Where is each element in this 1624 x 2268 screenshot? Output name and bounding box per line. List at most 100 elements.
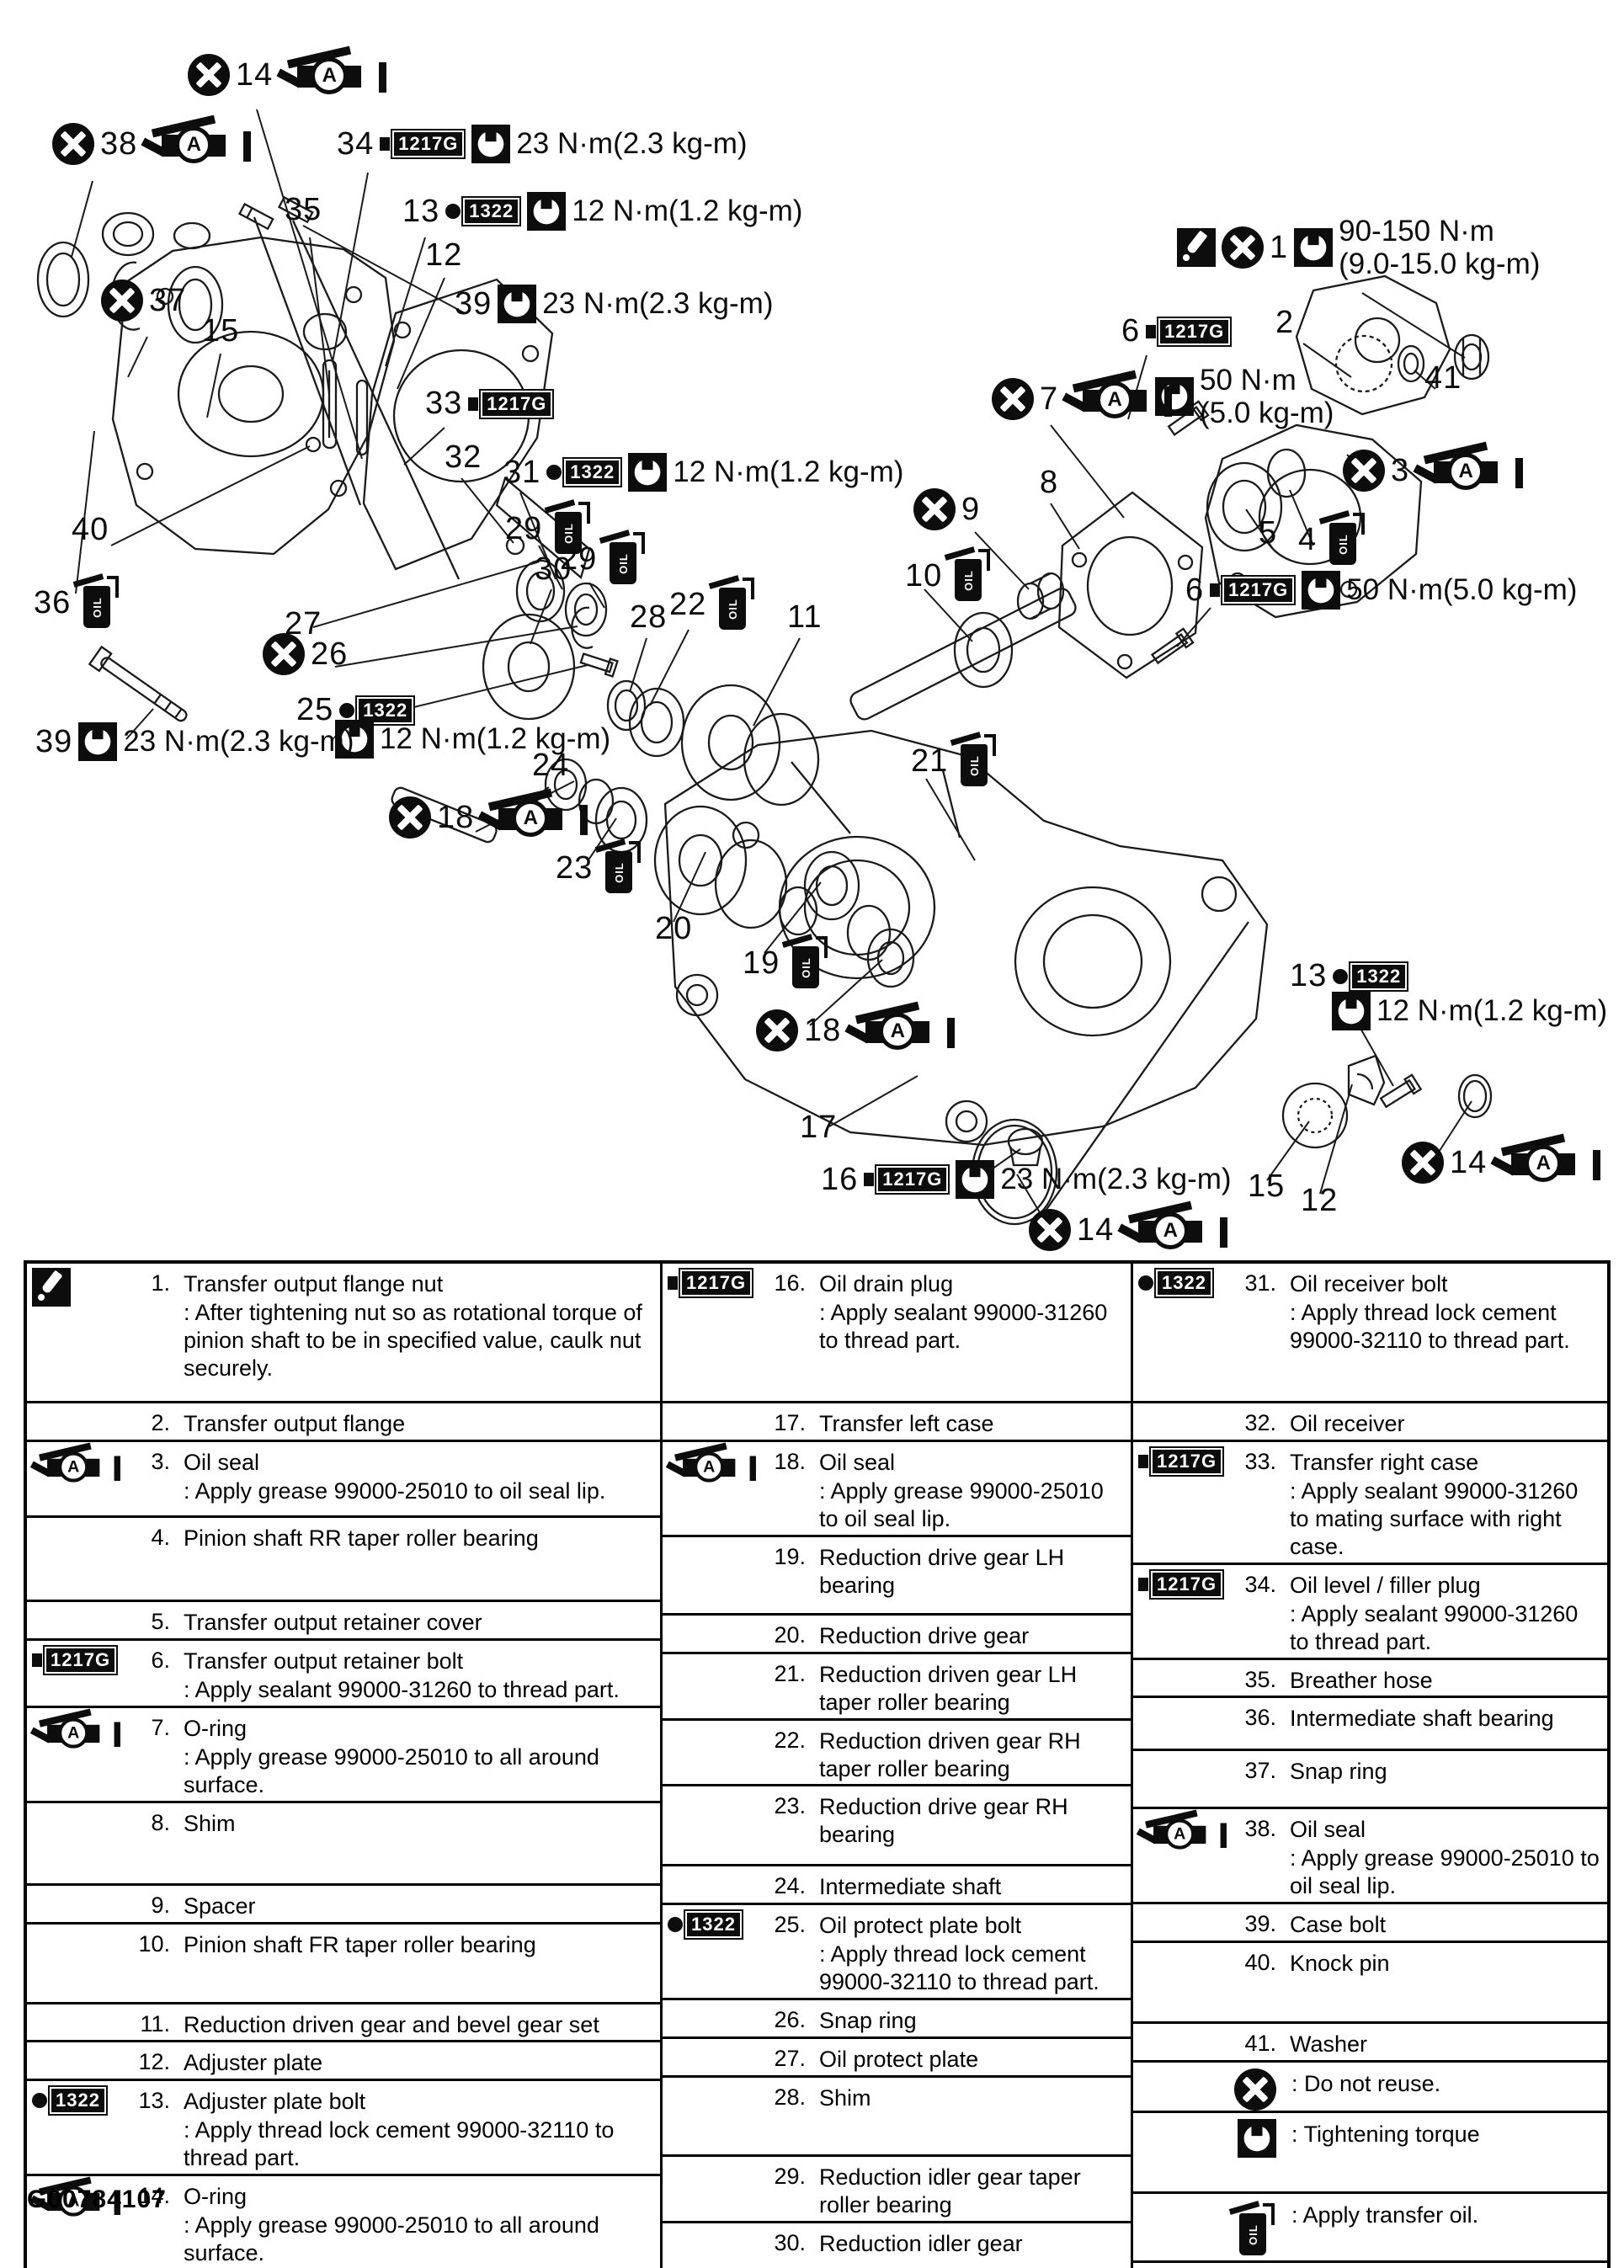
grease-letter: A — [1096, 381, 1134, 418]
torque-wrench-icon — [1332, 992, 1371, 1030]
table-row: 23.Reduction drive gear RH bearing — [663, 1784, 1131, 1864]
grease-letter: A — [879, 1013, 917, 1050]
grease-gun-icon: A — [1062, 370, 1173, 423]
part-name: Oil seal — [1290, 1817, 1366, 1843]
table-row: 20.Reduction drive gear — [663, 1612, 1131, 1652]
part-name: Pinion shaft RR taper roller bearing — [184, 1525, 539, 1551]
leader-line — [1361, 292, 1466, 359]
part-name: Snap ring — [819, 2008, 917, 2034]
part-note: : Apply thread lock cement 99000-32110 t… — [1290, 1299, 1570, 1353]
sealant-badge-1217g: 1217G — [1138, 1445, 1225, 1477]
part-number: 13. — [138, 2088, 170, 2114]
part-text: Intermediate shaft — [806, 1871, 1131, 1903]
torque-wrench-icon — [335, 720, 374, 759]
leader-line — [385, 237, 426, 367]
part-name: Oil receiver — [1290, 1411, 1405, 1436]
part-text: Knock pin — [1276, 1947, 1607, 1979]
torque-value: 23 N·m(2.3 kg-m) — [123, 725, 354, 758]
leader-line — [403, 427, 445, 466]
part-name: Reduction driven gear and bevel gear set — [184, 2011, 599, 2037]
oil-can-icon: OIL — [545, 498, 592, 559]
part-text: Reduction driven gear LH taper roller be… — [806, 1658, 1131, 1718]
badge-label: 1217G — [875, 1164, 950, 1195]
threadlock-badge-1322: 1322 — [1333, 961, 1409, 992]
callout-number: 14 — [1450, 1144, 1488, 1180]
leader-line — [828, 1075, 918, 1127]
part-number: 26. — [774, 2007, 806, 2033]
part-number: 32. — [1244, 1410, 1276, 1435]
badge-label: 1217G — [1157, 316, 1233, 347]
table-row: 26. Snap ring — [663, 1998, 1131, 2036]
table-row: 30.Reduction idler gear — [663, 2220, 1131, 2260]
leader-line — [1414, 370, 1436, 390]
callout-number: 36 — [34, 584, 72, 620]
part-note: : After tightening nut so as rotational … — [184, 1299, 642, 1381]
leader-line — [397, 277, 445, 390]
do-not-reuse-icon — [992, 378, 1034, 420]
part-text: Pinion shaft RR taper roller bearing — [170, 1522, 660, 1554]
part-number: 23. — [774, 1793, 806, 1819]
part-text: Reduction drive gear LH bearing — [806, 1541, 1131, 1601]
grease-gun-icon: A — [665, 1442, 756, 1487]
callout-number: 12 — [1301, 1183, 1339, 1218]
part-number: 30. — [774, 2229, 806, 2255]
callout-adjuster-15-top: 15 — [202, 313, 239, 349]
part-text: Adjuster plate — [170, 2047, 660, 2079]
part-note: : Apply thread lock cement 99000-32110 t… — [819, 1941, 1100, 1995]
part-text: Washer — [1276, 2028, 1607, 2060]
torque-wrench-icon — [628, 453, 668, 492]
table-row: 32. Oil receiver — [1133, 1401, 1607, 1440]
callout-shim-28: 28 — [630, 599, 667, 636]
torque-value: 12 N·m(1.2 kg-m) — [1376, 994, 1608, 1027]
sealant-badge-1217g: 1217G — [668, 1268, 754, 1298]
callout-number: 40 — [72, 512, 109, 547]
grease-gun-icon: A — [141, 114, 252, 168]
part-note: : Apply grease 99000-25010 to all around… — [184, 1744, 599, 1797]
sealant-badge-1217g: 1217G — [380, 129, 466, 159]
part-name: Adjuster plate bolt — [184, 2089, 366, 2115]
table-row: 41.Washer — [1133, 2021, 1607, 2060]
leader-line — [673, 851, 706, 923]
part-name: Reduction drive gear — [819, 1622, 1030, 1648]
part-text: Transfer output flange nut: After tighte… — [170, 1268, 660, 1384]
callout-number: 18 — [437, 799, 475, 835]
table-row: 19.Reduction drive gear LH bearing — [663, 1534, 1131, 1613]
callout-number: 17 — [800, 1110, 838, 1145]
part-text: Transfer output retainer bolt: Apply sea… — [170, 1645, 660, 1706]
leader-line — [530, 588, 552, 645]
callout-idler-30: 30 — [535, 551, 572, 588]
part-name: Pinion shaft FR taper roller bearing — [184, 1931, 536, 1957]
part-text: Transfer left case — [806, 1408, 1131, 1440]
table-row: 1.Transfer output flange nut: After tigh… — [27, 1264, 660, 1401]
part-text: Oil seal: Apply grease 99000-25010 to oi… — [1276, 1813, 1607, 1902]
threadlock-badge-1322: 1322 — [546, 457, 623, 487]
callout-number: 6 — [1185, 572, 1205, 608]
callout-number: 29 — [505, 510, 543, 546]
part-icon-cell: 1322 — [1133, 1268, 1224, 1298]
part-note: : Apply grease 99000-25010 to oil seal l… — [819, 1477, 1104, 1531]
leader-line — [71, 180, 93, 258]
part-text: Transfer output flange — [170, 1408, 660, 1440]
callout-number: 22 — [669, 586, 707, 622]
callout-number: 16 — [821, 1161, 859, 1197]
grease-gun-icon: A — [1413, 441, 1524, 495]
part-name: Transfer left case — [819, 1411, 994, 1436]
do-not-reuse-icon — [1222, 226, 1264, 269]
part-text: Case bolt — [1276, 1909, 1607, 1941]
legend-row: OIL: Apply transfer oil. — [1133, 2191, 1607, 2260]
part-icon-cell: A — [27, 1708, 120, 1761]
oil-can-icon: OIL — [945, 546, 992, 606]
part-text: Shim — [170, 1807, 660, 1839]
badge-label: 1217G — [1221, 575, 1297, 605]
part-name: Shim — [184, 1810, 236, 1836]
part-text: Breather hose — [1276, 1664, 1607, 1696]
callout-number: 18 — [804, 1012, 842, 1048]
part-text: O-ring: Apply grease 99000-25010 to all … — [170, 1712, 660, 1801]
